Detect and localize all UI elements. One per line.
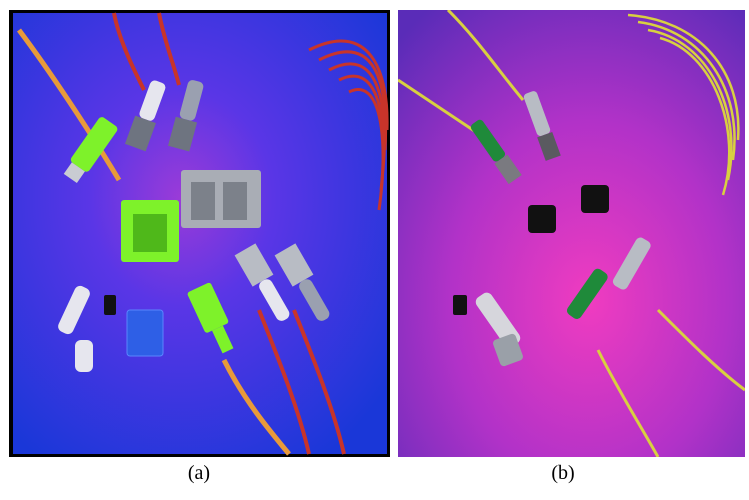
caption-a: (a) <box>187 462 211 484</box>
fc-connectors-photo <box>398 10 745 457</box>
photo-panel-a <box>9 10 390 457</box>
caption-b: (b) <box>551 462 575 484</box>
photo-panel-b <box>398 10 745 457</box>
sc-connectors-photo <box>13 12 389 456</box>
